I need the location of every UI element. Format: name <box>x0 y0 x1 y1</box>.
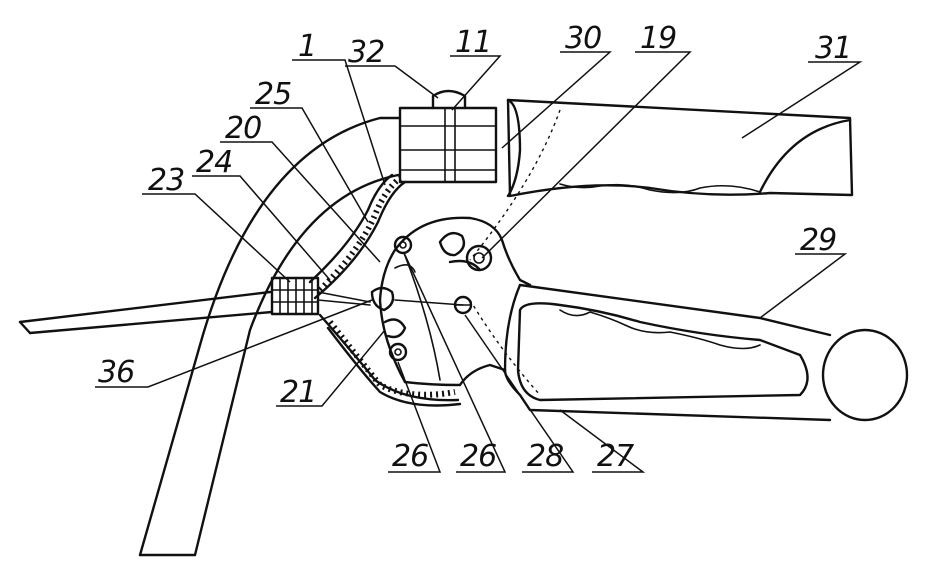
label-29: 29 <box>800 223 836 258</box>
label-25: 25 <box>255 77 291 112</box>
leader-lines <box>95 51 863 473</box>
label-23: 23 <box>148 163 184 198</box>
label-36: 36 <box>98 355 134 390</box>
label-27: 27 <box>597 439 634 474</box>
label-32: 32 <box>348 35 384 70</box>
frame-tube-lower <box>18 290 274 335</box>
label-1: 1 <box>298 29 316 64</box>
label-20: 20 <box>225 111 261 146</box>
clamp-block <box>398 89 498 184</box>
brake-lever <box>469 283 909 422</box>
frame-tube <box>138 116 402 557</box>
pivot-parts <box>370 109 561 381</box>
label-26a: 26 <box>392 439 428 474</box>
cable-connector <box>270 276 371 316</box>
label-31: 31 <box>815 31 851 66</box>
label-21: 21 <box>280 375 316 410</box>
label-26b: 26 <box>460 439 496 474</box>
label-19: 19 <box>640 21 676 56</box>
label-28: 28 <box>527 439 563 474</box>
label-24: 24 <box>196 145 232 180</box>
reference-numerals: 1 32 11 30 19 31 25 20 24 23 29 36 21 26… <box>98 21 852 474</box>
label-11: 11 <box>455 25 491 60</box>
label-30: 30 <box>565 21 601 56</box>
cable-housing <box>308 173 462 407</box>
